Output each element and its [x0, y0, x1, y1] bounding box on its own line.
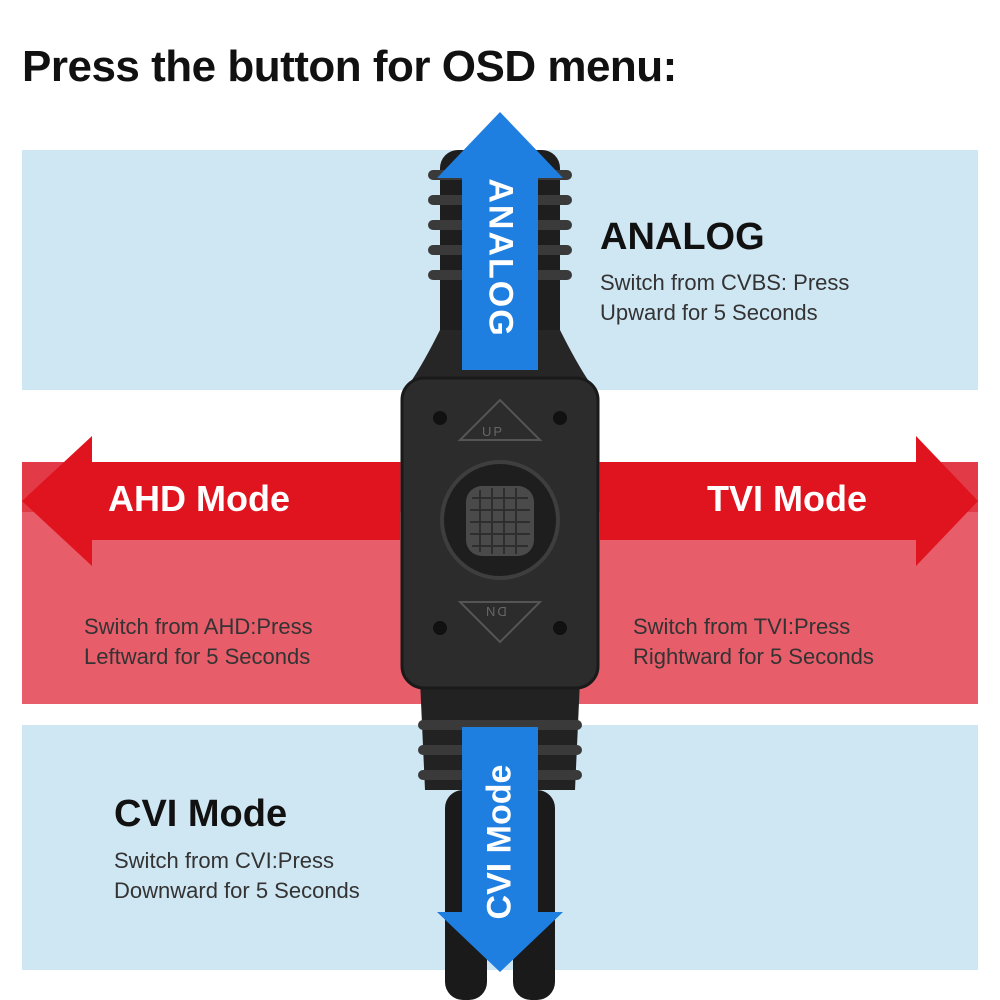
tvi-desc-line2: Rightward for 5 Seconds [633, 644, 874, 669]
ahd-arrow-left-icon [22, 436, 400, 566]
analog-desc-line2: Upward for 5 Seconds [600, 300, 818, 325]
page-title: Press the button for OSD menu: [22, 42, 677, 91]
up-label: UP [482, 424, 505, 439]
cvi-arrow-down-icon [437, 727, 563, 972]
button-housing [400, 376, 600, 690]
analog-desc-line1: Switch from CVBS: Press [600, 270, 850, 295]
tvi-arrow-label: TVI Mode [707, 478, 867, 519]
cvi-heading: CVI Mode [114, 793, 288, 835]
analog-arrow-label: ANALOG [481, 178, 520, 338]
ahd-desc-line1: Switch from AHD:Press [84, 614, 313, 639]
dn-label: DN [484, 604, 507, 619]
ahd-desc-line2: Leftward for 5 Seconds [84, 644, 311, 669]
tvi-desc-line1: Switch from TVI:Press [633, 614, 851, 639]
cvi-arrow-label: CVI Mode [480, 764, 519, 920]
analog-heading: ANALOG [600, 216, 765, 258]
analog-arrow-up-icon [437, 112, 563, 370]
cvi-desc-line2: Downward for 5 Seconds [114, 878, 360, 903]
tvi-arrow-right-icon [600, 436, 978, 566]
ahd-arrow-label: AHD Mode [108, 478, 290, 519]
cvi-desc-line1: Switch from CVI:Press [114, 848, 335, 873]
